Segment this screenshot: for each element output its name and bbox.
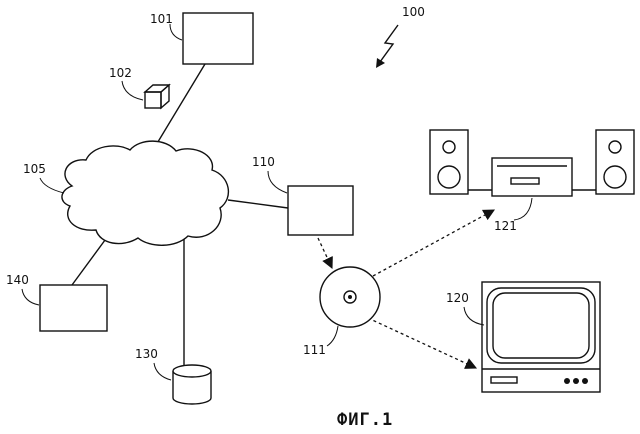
network-cloud-105: [62, 141, 228, 245]
leader-111: [327, 326, 338, 346]
ref-label-110: 110: [252, 155, 275, 169]
stereo-system-121: [430, 130, 634, 196]
link-network-to-device-110: [228, 200, 288, 208]
ref-label-111: 111: [303, 343, 326, 357]
tv-body: [482, 282, 600, 392]
figure-reference-zigzag: [380, 25, 398, 62]
dashed-arrow-disc-to-121: [373, 210, 494, 276]
tv-button-2: [573, 378, 579, 384]
leader-140: [22, 289, 39, 305]
ref-label-102: 102: [109, 66, 132, 80]
terminal-box-140: [40, 285, 107, 331]
leader-121: [514, 198, 532, 220]
ref-label-130: 130: [135, 347, 158, 361]
dashed-arrow-110-to-disc: [318, 238, 332, 268]
database-cylinder-130: [173, 365, 211, 404]
ref-label-100: 100: [402, 5, 425, 19]
link-network-to-terminal-140: [72, 236, 108, 285]
figure-reference-arrowhead: [376, 58, 385, 68]
disc-111: [320, 267, 380, 327]
leader-105: [40, 178, 64, 193]
ref-label-121: 121: [494, 219, 517, 233]
ref-label-140: 140: [6, 273, 29, 287]
tv-button-1: [564, 378, 570, 384]
television-120: [482, 282, 600, 392]
component-cube-102: [145, 85, 169, 108]
speaker-left: [430, 130, 468, 194]
leader-102: [122, 81, 143, 100]
ref-label-101: 101: [150, 12, 173, 26]
server-box-101: [183, 13, 253, 64]
leader-120: [464, 307, 484, 325]
tv-button-3: [582, 378, 588, 384]
figure-caption: ФИГ.1: [337, 410, 393, 430]
speaker-right: [596, 130, 634, 194]
leader-101: [170, 24, 182, 40]
ref-label-105: 105: [23, 162, 46, 176]
receiver-unit: [492, 158, 572, 196]
leader-130: [154, 363, 171, 380]
dashed-arrow-disc-to-120: [368, 318, 476, 368]
ref-label-120: 120: [446, 291, 469, 305]
leader-110: [268, 171, 287, 193]
device-box-110: [288, 186, 353, 235]
